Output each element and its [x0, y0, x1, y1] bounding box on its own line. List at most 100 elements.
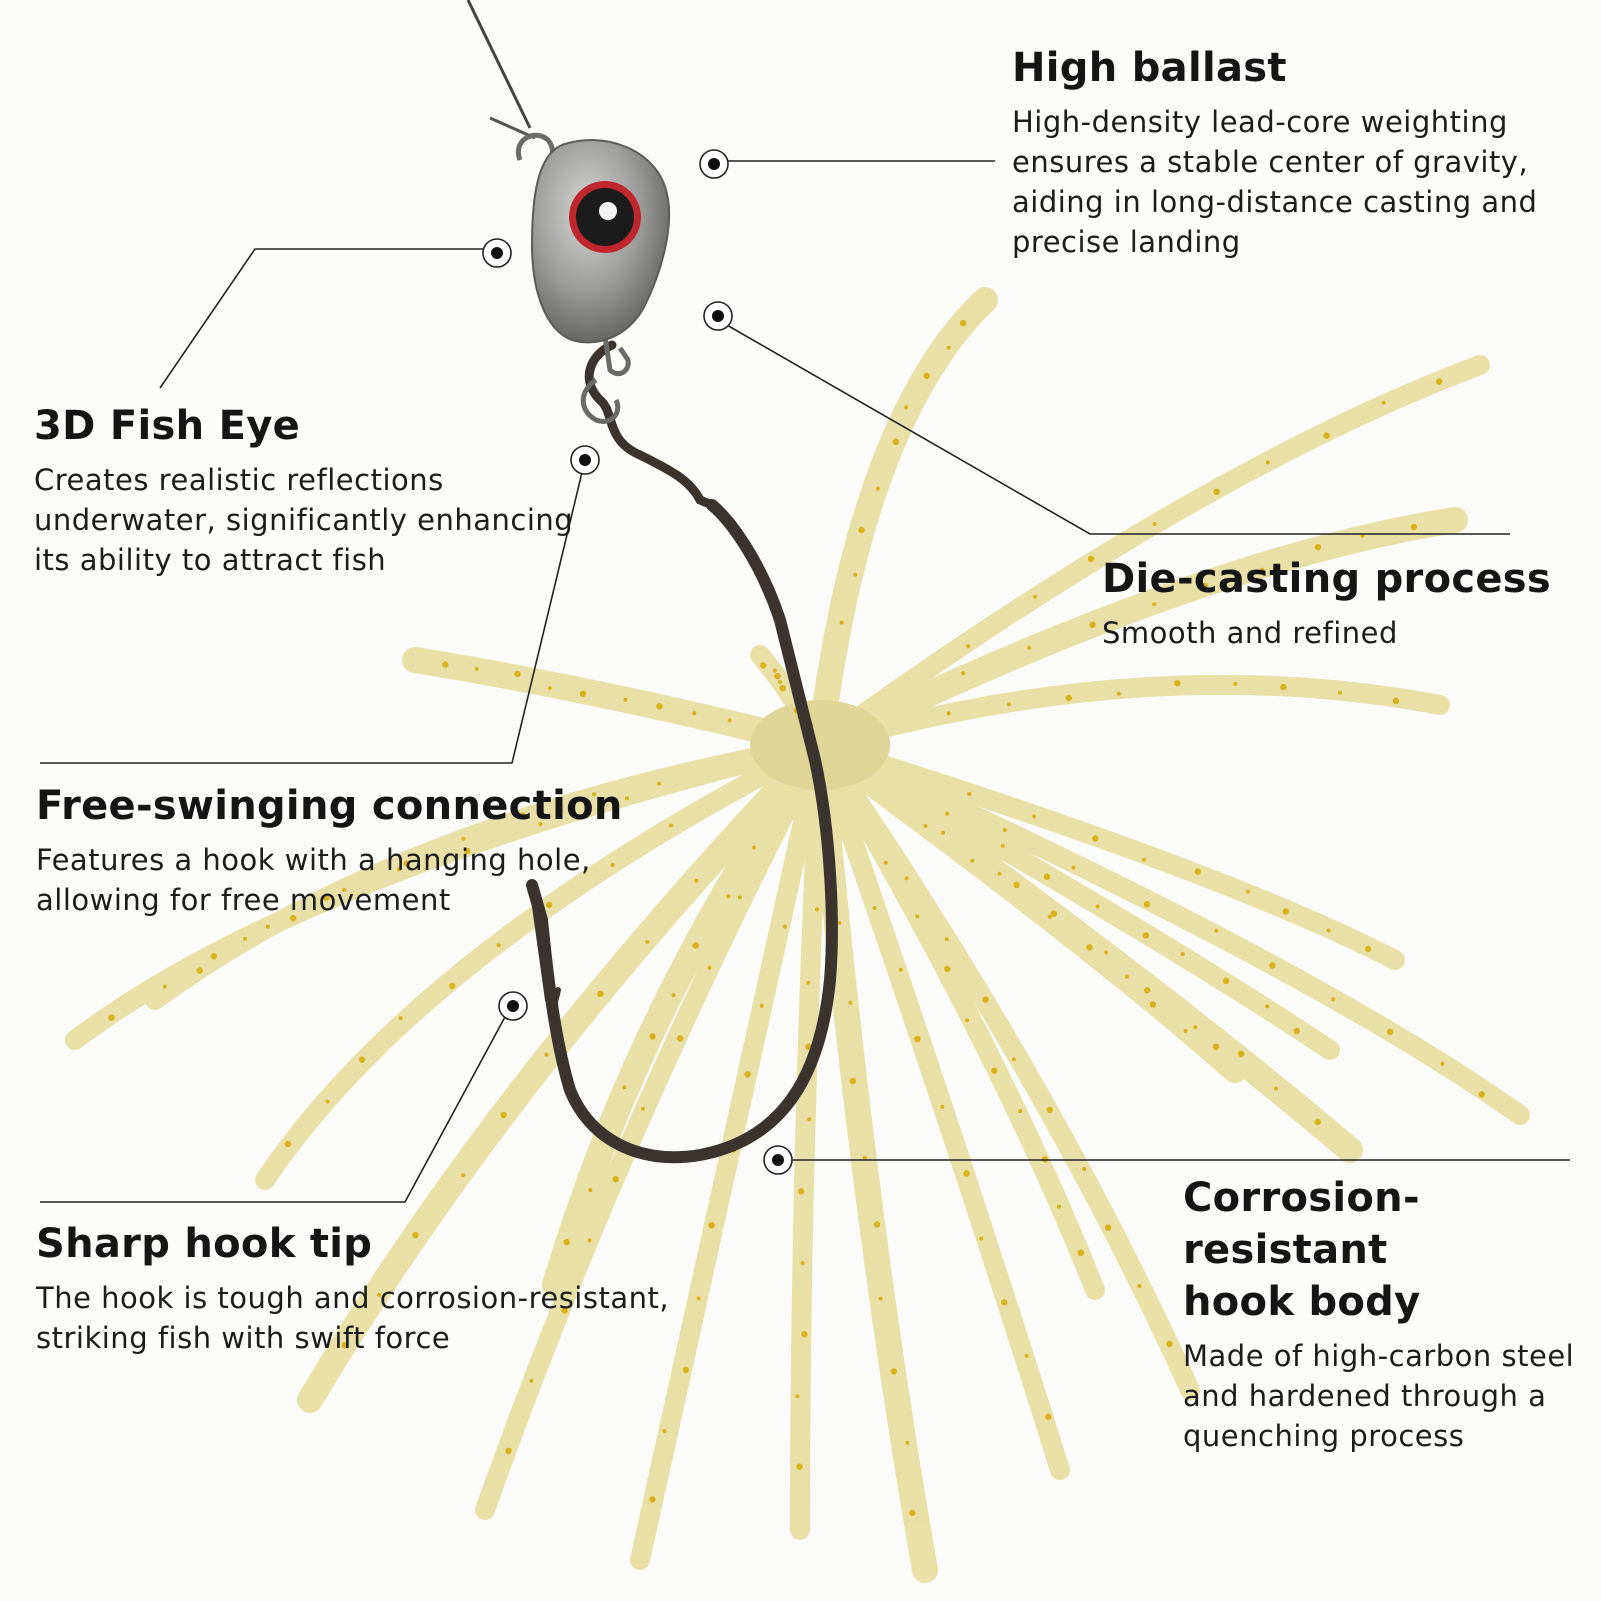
glitter-fleck — [341, 1342, 348, 1349]
glitter-fleck — [1077, 1249, 1085, 1257]
glitter-fleck — [963, 1170, 970, 1177]
glitter-fleck — [645, 940, 650, 944]
callout-description: Smooth and refined — [1102, 616, 1398, 650]
skirt-strand — [810, 735, 1530, 1125]
skirt-strand — [255, 735, 830, 1190]
glitter-fleck — [1144, 987, 1151, 994]
glitter-fleck — [561, 1307, 568, 1314]
glitter-fleck — [1000, 843, 1005, 848]
glitter-fleck — [1386, 1028, 1394, 1036]
glitter-fleck — [1001, 1299, 1008, 1306]
glitter-fleck — [1065, 694, 1073, 702]
glitter-fleck — [412, 1232, 419, 1239]
glitter-fleck — [696, 1296, 701, 1301]
glitter-fleck — [563, 1239, 570, 1246]
glitter-fleck — [1057, 1204, 1061, 1209]
glitter-fleck — [398, 1016, 403, 1021]
glitter-fleck — [1265, 460, 1270, 465]
glitter-fleck — [1223, 977, 1230, 984]
glitter-fleck — [1214, 928, 1219, 933]
leader-line — [466, 0, 536, 140]
callout-title: Free-swinging connection — [36, 783, 623, 829]
glitter-fleck — [944, 965, 951, 973]
glitter-fleck — [1092, 835, 1099, 842]
glitter-fleck — [982, 996, 989, 1003]
glitter-fleck — [612, 1176, 619, 1183]
glitter-fleck — [1478, 1091, 1485, 1098]
glitter-fleck — [752, 845, 756, 850]
glitter-fleck — [726, 894, 731, 899]
glitter-fleck — [1011, 1057, 1016, 1062]
glitter-fleck — [1024, 1353, 1029, 1358]
glitter-fleck — [1183, 1028, 1188, 1033]
callout-dot-free-swinging — [570, 445, 600, 475]
glitter-fleck — [904, 405, 909, 410]
glitter-fleck — [1293, 1027, 1301, 1035]
glitter-fleck — [727, 718, 732, 723]
glitter-fleck — [772, 668, 777, 673]
glitter-fleck — [967, 792, 972, 796]
skirt-strand — [810, 735, 1405, 970]
glitter-fleck — [815, 907, 819, 912]
callout-title: Die-casting process — [1102, 556, 1552, 602]
glitter-fleck — [1238, 1050, 1245, 1058]
glitter-fleck — [1124, 974, 1129, 979]
callout-dot-high-ballast — [699, 149, 729, 179]
glitter-fleck — [744, 1071, 751, 1078]
skirt-strand — [810, 735, 1105, 1300]
glitter-fleck — [909, 1509, 916, 1517]
glitter-fleck — [625, 796, 629, 801]
callout-high-ballast: High ballast High-density lead-core weig… — [1012, 42, 1572, 262]
glitter-fleck — [970, 858, 975, 863]
glitter-fleck — [915, 914, 920, 919]
callout-description: Made of high-carbon steel and hardened t… — [1183, 1339, 1575, 1453]
glitter-fleck — [657, 781, 662, 786]
glitter-fleck — [853, 572, 858, 577]
glitter-fleck — [1018, 1109, 1023, 1114]
skirt-strand — [542, 732, 833, 1298]
callout-description: Features a hook with a hanging hole, all… — [36, 843, 591, 917]
glitter-fleck — [1046, 1106, 1053, 1114]
glitter-fleck — [323, 894, 330, 901]
glitter-fleck — [1282, 908, 1289, 915]
glitter-fleck — [284, 1140, 292, 1148]
glitter-fleck — [707, 965, 712, 970]
glitter-fleck — [496, 943, 501, 948]
glitter-fleck — [801, 1331, 808, 1338]
glitter-fleck — [890, 1368, 897, 1375]
glitter-fleck — [1082, 1167, 1087, 1171]
glitter-fleck — [849, 1077, 856, 1085]
glitter-fleck — [944, 937, 949, 942]
skirt-strand — [297, 732, 833, 1413]
glitter-fleck — [592, 792, 597, 797]
glitter-fleck — [898, 967, 903, 972]
glitter-fleck — [923, 372, 930, 379]
glitter-fleck — [623, 697, 628, 702]
glitter-fleck — [1323, 432, 1330, 439]
glitter-fleck — [610, 862, 615, 867]
glitter-fleck — [210, 953, 218, 960]
glitter-fleck — [461, 1173, 466, 1178]
glitter-fleck — [588, 1188, 593, 1193]
glitter-fleck — [692, 942, 699, 949]
glitter-fleck — [1104, 1224, 1112, 1231]
glitter-fleck — [997, 871, 1002, 876]
glitter-fleck — [669, 823, 673, 828]
glitter-fleck — [656, 703, 663, 710]
glitter-fleck — [649, 1496, 656, 1503]
glitter-fleck — [1180, 952, 1185, 957]
skirt-strand — [810, 735, 1070, 1480]
glitter-fleck — [941, 830, 945, 835]
glitter-fleck — [1331, 997, 1336, 1002]
glitter-fleck — [945, 811, 950, 816]
glitter-fleck — [1280, 683, 1287, 691]
glitter-fleck — [529, 1378, 534, 1383]
glitter-fleck — [694, 878, 699, 883]
glitter-fleck — [1314, 544, 1322, 551]
glitter-fleck — [779, 685, 786, 692]
glitter-fleck — [946, 345, 951, 350]
glitter-fleck — [862, 1155, 867, 1160]
glitter-fleck — [1104, 950, 1109, 955]
callout-fish-eye: 3D Fish Eye Creates realistic reflection… — [34, 400, 594, 580]
glitter-fleck — [597, 990, 604, 998]
